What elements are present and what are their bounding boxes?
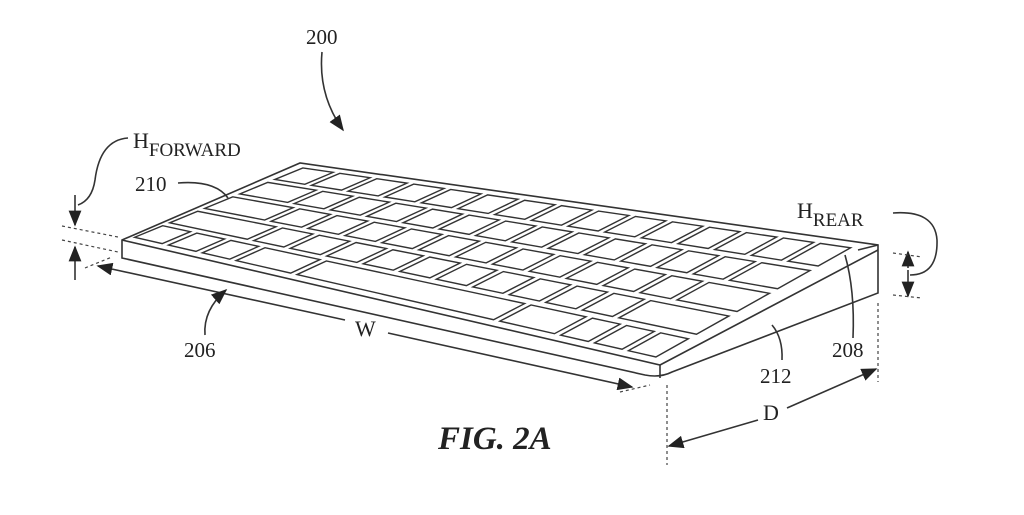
key xyxy=(564,261,631,286)
key xyxy=(507,278,573,302)
label-212: 212 xyxy=(760,364,792,388)
key xyxy=(361,249,426,271)
key xyxy=(492,199,558,221)
arrow-d-left xyxy=(667,419,759,449)
key xyxy=(291,190,356,210)
key xyxy=(529,204,595,226)
key xyxy=(202,196,296,221)
key xyxy=(749,237,816,261)
key xyxy=(251,227,316,248)
label-w: W xyxy=(355,316,376,341)
key xyxy=(509,226,575,248)
key xyxy=(166,232,227,253)
label-d: D xyxy=(763,400,779,425)
key xyxy=(618,244,685,268)
key xyxy=(638,275,705,300)
arrow-w-right xyxy=(387,332,634,391)
key xyxy=(305,214,370,236)
arrow-200 xyxy=(320,51,344,132)
key xyxy=(364,202,429,223)
key xyxy=(592,324,657,350)
key xyxy=(675,226,742,250)
key xyxy=(654,250,721,274)
key xyxy=(379,228,445,250)
key xyxy=(616,299,731,335)
key xyxy=(490,248,556,271)
key xyxy=(626,332,691,358)
key xyxy=(434,263,500,287)
key xyxy=(497,304,589,335)
key xyxy=(712,231,779,256)
key xyxy=(601,268,668,293)
key xyxy=(675,281,772,313)
key xyxy=(546,232,612,255)
leader-212 xyxy=(771,324,783,361)
keyboard-body xyxy=(121,162,879,378)
key xyxy=(237,181,319,204)
key xyxy=(437,214,502,236)
key xyxy=(272,167,336,185)
leader-h-forward xyxy=(77,137,129,206)
label-200: 200 xyxy=(306,25,338,49)
leader-h-rear xyxy=(892,211,938,276)
key xyxy=(308,172,373,191)
key xyxy=(400,208,465,229)
key xyxy=(328,196,392,216)
key-grid xyxy=(132,167,853,358)
key xyxy=(558,317,623,343)
key xyxy=(527,254,594,278)
key xyxy=(453,241,519,264)
figure-caption: FIG. 2A xyxy=(437,421,552,457)
key xyxy=(287,234,352,256)
key xyxy=(268,208,333,228)
key xyxy=(470,270,536,295)
label-h-rear: HREAR xyxy=(797,198,864,231)
label-206: 206 xyxy=(184,338,216,362)
key xyxy=(727,261,813,290)
key xyxy=(582,238,648,261)
key xyxy=(382,183,447,203)
key xyxy=(785,242,853,267)
key xyxy=(691,256,758,280)
key xyxy=(602,215,669,238)
key xyxy=(455,194,521,215)
label-h-forward: HFORWARD xyxy=(133,128,241,161)
key xyxy=(473,220,538,242)
key xyxy=(419,188,484,209)
arrow-d-right xyxy=(786,368,878,409)
key xyxy=(167,210,279,240)
key xyxy=(233,247,323,274)
key xyxy=(200,239,261,260)
key xyxy=(294,260,527,321)
label-210: 210 xyxy=(135,172,167,196)
arrow-206 xyxy=(204,288,228,336)
key xyxy=(324,241,389,264)
key xyxy=(565,210,632,232)
leader-208 xyxy=(844,254,855,339)
key xyxy=(397,256,463,279)
key xyxy=(342,221,408,243)
label-208: 208 xyxy=(832,338,864,362)
key xyxy=(132,224,193,245)
key xyxy=(543,285,610,310)
key xyxy=(416,234,482,257)
key xyxy=(345,177,410,197)
leader-210 xyxy=(177,181,229,199)
key xyxy=(580,292,647,318)
key xyxy=(639,221,705,244)
